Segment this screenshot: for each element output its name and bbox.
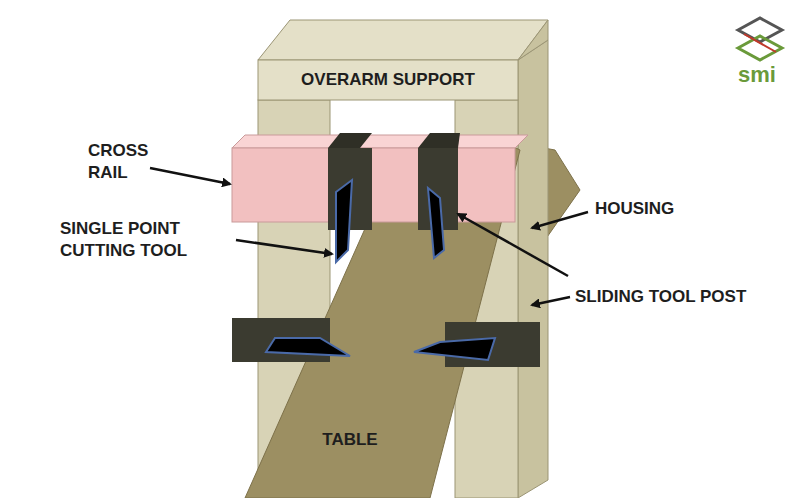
- housing-side: [518, 40, 548, 498]
- overarm-label: OVERARM SUPPORT: [258, 60, 518, 100]
- cutting-tool: [414, 338, 495, 360]
- part-name: CROSS RAIL: [88, 140, 168, 184]
- node-text: OVERARM SUPPORT: [301, 69, 475, 91]
- cutting-tool: [266, 338, 350, 356]
- logo-text: smi: [738, 64, 788, 86]
- overarm-side: [518, 20, 548, 60]
- cross-rail: [232, 148, 515, 222]
- cross-rail-top: [232, 135, 528, 148]
- overarm-front: [258, 60, 518, 100]
- part-name: SLIDING TOOL POST: [575, 286, 775, 308]
- cutting-tool: [428, 188, 444, 258]
- leader-lines: [150, 168, 588, 305]
- part-name: HOUSING: [595, 198, 705, 220]
- cutting-tool: [336, 180, 352, 262]
- node-text: TABLE: [322, 429, 377, 451]
- part-name: SINGLE POINT CUTTING TOOL: [60, 218, 235, 262]
- overarm-top: [258, 20, 548, 60]
- table-label: TABLE: [300, 425, 400, 455]
- logo-mark: [738, 18, 782, 60]
